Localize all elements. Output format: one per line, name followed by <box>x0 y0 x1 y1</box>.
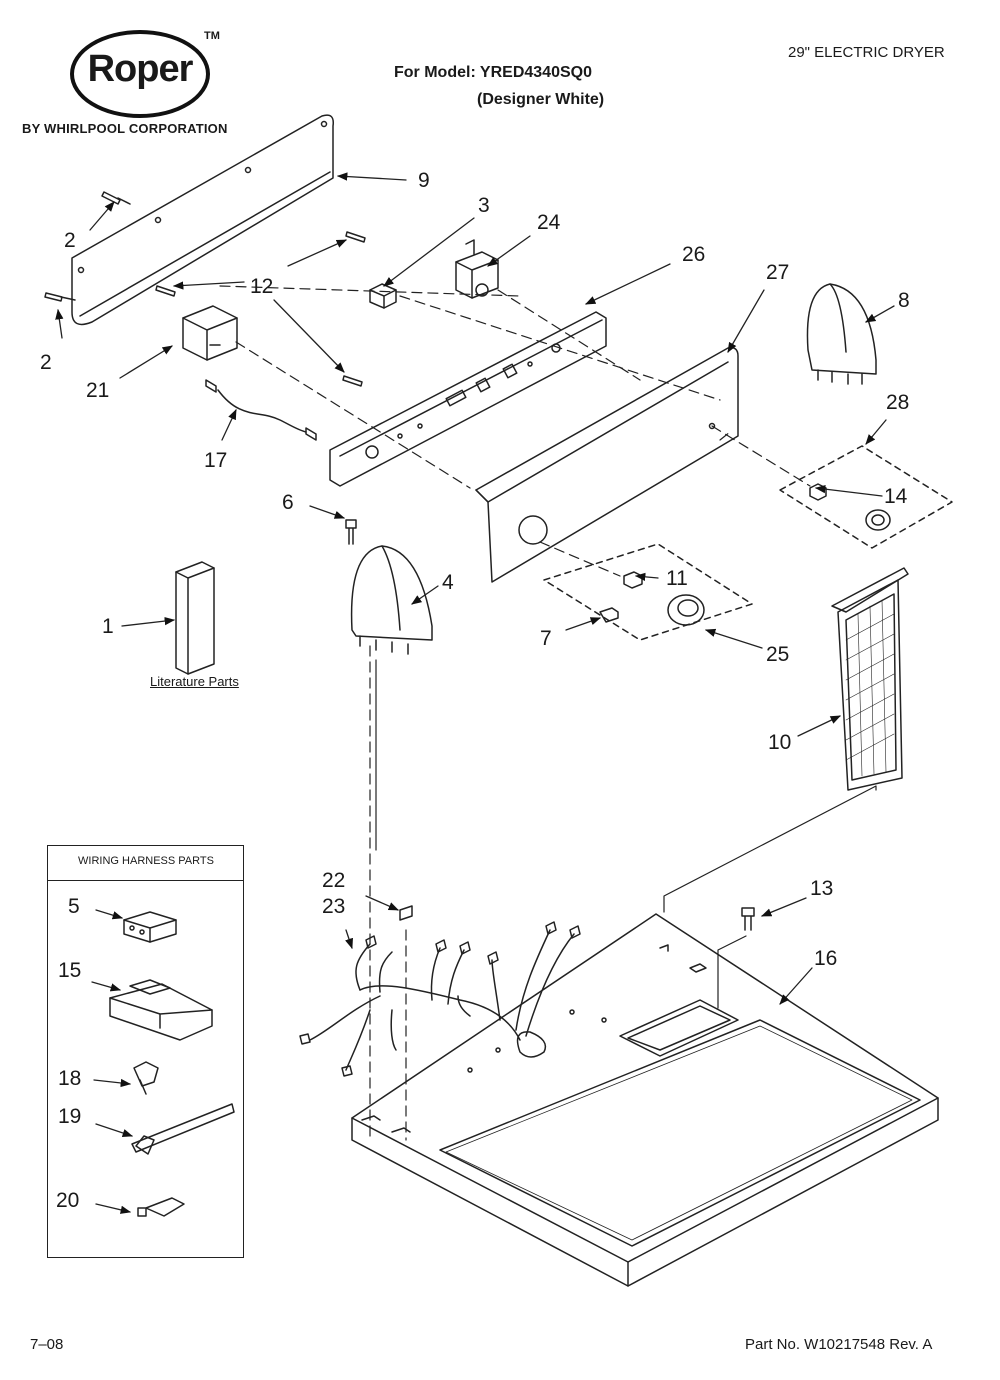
knob-group-28 <box>779 445 953 549</box>
callout-12: 12 <box>250 275 274 298</box>
console-bracket-part <box>329 311 607 487</box>
callout-8: 8 <box>898 289 910 312</box>
callout-21: 21 <box>86 379 110 402</box>
callout-2-bottom: 2 <box>40 351 52 374</box>
assembly-solid-lines <box>375 659 877 1009</box>
callout-13: 13 <box>810 877 834 900</box>
wiring-harness-part <box>299 905 581 1077</box>
switch-part <box>182 305 238 361</box>
model-variant: (Designer White) <box>477 91 605 108</box>
callout-26: 26 <box>682 243 706 266</box>
callout-25: 25 <box>766 643 790 666</box>
top-panel-part <box>351 913 939 1287</box>
lint-screen-part <box>831 567 909 791</box>
callout-22: 22 <box>322 869 346 892</box>
callout-3: 3 <box>478 194 490 217</box>
callout-11: 11 <box>666 567 688 590</box>
callout-arrows <box>55 172 895 1214</box>
wiring-harness-parts-box <box>47 845 244 1258</box>
callout-9: 9 <box>418 169 430 192</box>
callout-23: 23 <box>322 895 346 918</box>
roper-logo <box>70 30 210 118</box>
small-block-part <box>369 283 397 309</box>
callout-7: 7 <box>540 627 552 650</box>
screws <box>44 191 366 387</box>
harness-small-parts <box>109 911 235 1217</box>
callout-15: 15 <box>58 959 82 982</box>
end-cap-right-part <box>806 283 877 385</box>
trademark: TM <box>204 30 220 42</box>
callout-2-top: 2 <box>64 229 76 252</box>
callout-19: 19 <box>58 1105 82 1128</box>
callout-28: 28 <box>886 391 910 414</box>
revision-date: 7–08 <box>30 1336 64 1353</box>
callout-24: 24 <box>537 211 561 234</box>
product-type: 29" ELECTRIC DRYER <box>788 44 945 61</box>
brand-name: Roper <box>87 48 194 90</box>
wiring-harness-parts-title: WIRING HARNESS PARTS <box>48 845 244 881</box>
callout-14: 14 <box>884 485 908 508</box>
callout-16: 16 <box>814 947 838 970</box>
part-number: Part No. W10217548 Rev. A <box>745 1336 933 1353</box>
brand-subtitle: BY WHIRLPOOL CORPORATION <box>22 121 228 136</box>
callout-17: 17 <box>204 449 228 472</box>
callout-6: 6 <box>282 491 294 514</box>
assembly-guide-lines <box>219 285 811 1141</box>
wire-part <box>205 379 317 441</box>
screw-13 <box>741 907 755 931</box>
model-number: For Model: YRED4340SQ0 <box>394 64 592 81</box>
console-panel-part <box>475 346 739 583</box>
callout-27: 27 <box>766 261 790 284</box>
rear-panel-part <box>71 114 335 326</box>
callout-1: 1 <box>102 615 114 638</box>
screw-6 <box>345 519 357 545</box>
callout-20: 20 <box>56 1189 80 1212</box>
callout-4: 4 <box>442 571 454 594</box>
callout-5: 5 <box>68 895 80 918</box>
literature-parts-label: Literature Parts <box>150 674 239 689</box>
timer-part <box>455 239 499 299</box>
knob-group-25 <box>543 543 753 641</box>
callout-18: 18 <box>58 1067 82 1090</box>
literature-part <box>175 561 215 675</box>
callout-10: 10 <box>768 731 792 754</box>
end-cap-left-part <box>350 545 433 655</box>
